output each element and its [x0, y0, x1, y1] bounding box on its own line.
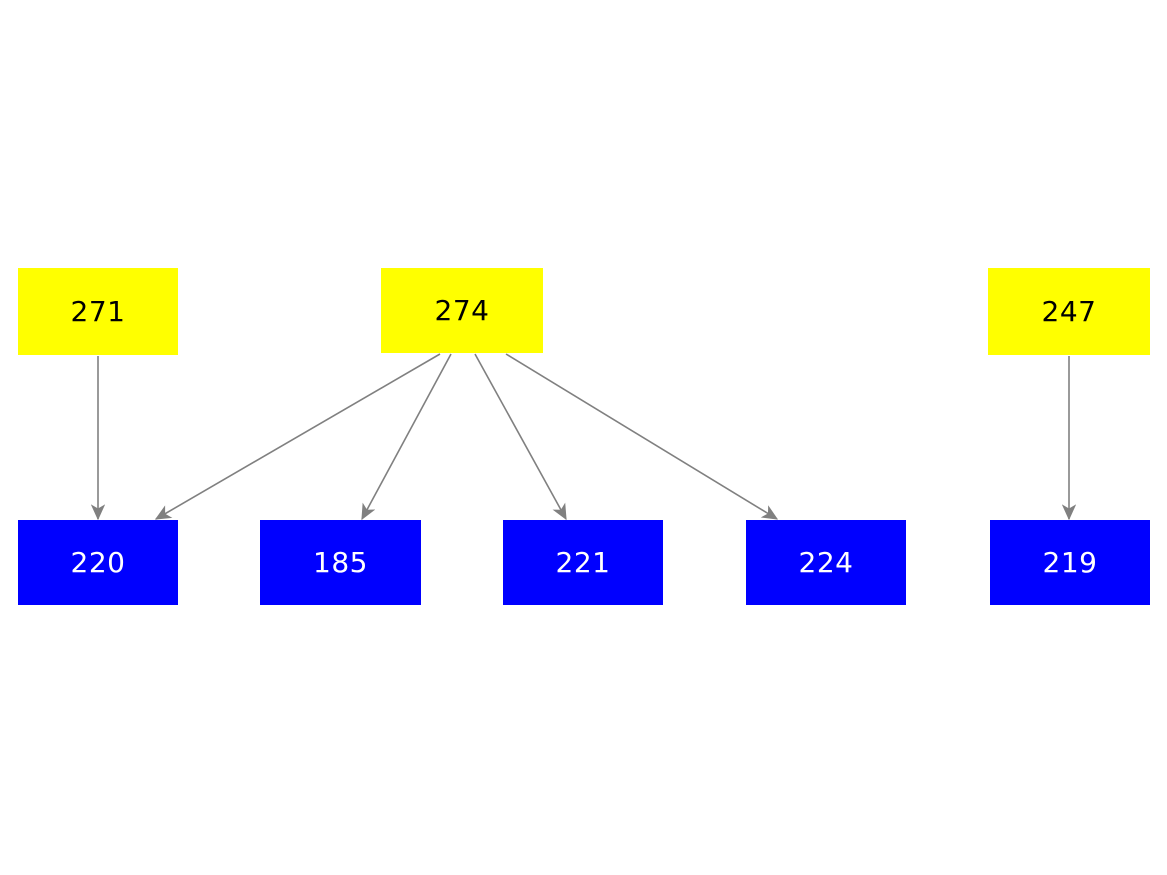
edge-274-to-221	[474, 353, 567, 521]
edge-274-to-185	[361, 353, 452, 521]
node-185[interactable]: 185	[260, 520, 421, 605]
node-label-219: 219	[1042, 545, 1098, 579]
node-label-274: 274	[434, 293, 490, 327]
node-221[interactable]: 221	[503, 520, 663, 605]
node-label-220: 220	[70, 545, 126, 579]
node-224[interactable]: 224	[746, 520, 906, 605]
node-label-271: 271	[70, 294, 126, 328]
node-274[interactable]: 274	[381, 268, 543, 353]
node-label-247: 247	[1041, 294, 1097, 328]
node-label-185: 185	[313, 545, 368, 579]
edges-group	[90, 353, 1077, 521]
node-label-224: 224	[798, 545, 854, 579]
edge-274-to-220	[154, 353, 441, 520]
node-220[interactable]: 220	[18, 520, 178, 605]
node-247[interactable]: 247	[988, 268, 1150, 355]
node-271[interactable]: 271	[18, 268, 178, 355]
edge-274-to-224	[505, 353, 779, 520]
node-219[interactable]: 219	[990, 520, 1150, 605]
node-label-221: 221	[555, 545, 611, 579]
